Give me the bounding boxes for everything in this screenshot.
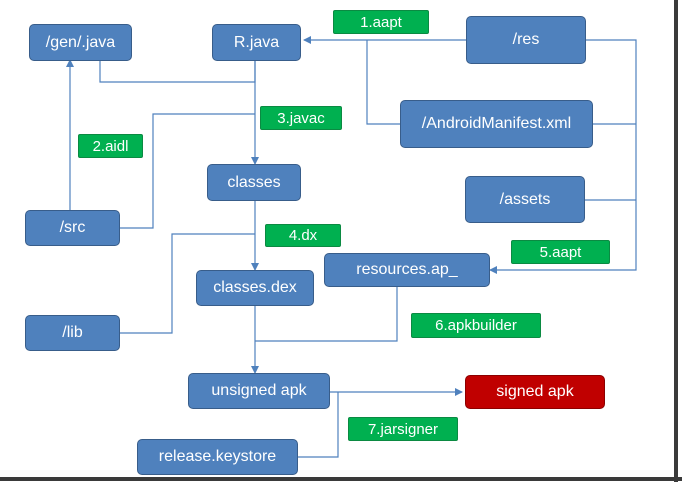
android-manifest-node: /AndroidManifest.xml xyxy=(400,100,593,148)
src-node: /src xyxy=(25,210,120,246)
classes-node: classes xyxy=(207,164,301,201)
lib-node: /lib xyxy=(25,315,120,351)
step-3-javac-label: 3.javac xyxy=(260,106,342,130)
step-7-jarsigner-label: 7.jarsigner xyxy=(348,417,458,441)
step-4-dx-label: 4.dx xyxy=(265,224,341,247)
step-6-apkbuilder-label: 6.apkbuilder xyxy=(411,313,541,338)
signed-apk-node: signed apk xyxy=(465,375,605,409)
step-1-aapt-label: 1.aapt xyxy=(333,10,429,34)
gen-java-node: /gen/.java xyxy=(29,24,132,61)
unsigned-apk-node: unsigned apk xyxy=(188,373,330,409)
step-5-aapt-label: 5.aapt xyxy=(511,240,610,264)
step-2-aidl-label: 2.aidl xyxy=(78,134,143,158)
res-node: /res xyxy=(466,16,586,64)
connector-manifest-to-aapt xyxy=(366,40,400,125)
connector-res-bus xyxy=(489,39,637,274)
release-keystore-node: release.keystore xyxy=(137,439,298,475)
connector-r-java-to-gen-java xyxy=(99,60,256,83)
resources-ap-node: resources.ap_ xyxy=(324,253,490,287)
assets-node: /assets xyxy=(465,176,585,223)
r-java-node: R.java xyxy=(212,24,301,61)
classes-dex-node: classes.dex xyxy=(196,270,314,306)
